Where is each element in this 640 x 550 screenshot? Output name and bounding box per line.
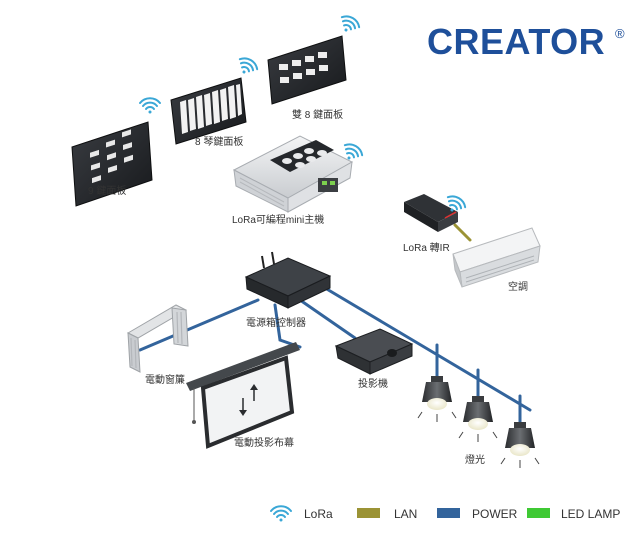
brand-reg-mark: ® <box>615 26 625 41</box>
power-box-label: 電源箱控制器 <box>246 316 306 329</box>
up-down-arrow-icon <box>239 384 258 416</box>
legend-label-power: POWER <box>472 507 518 521</box>
lora-mini-host: LoRa可編程mini主機 <box>232 135 354 226</box>
pendant-light-1 <box>422 376 452 410</box>
pendant-light-3 <box>505 422 535 456</box>
projection-screen: 電動投影布幕 <box>186 342 300 449</box>
light-rays <box>417 411 540 468</box>
projector: 投影機 <box>334 328 414 390</box>
panel-9-key: 9 鍵面板 <box>71 121 153 207</box>
motorized-curtain: 電動窗簾 <box>126 304 189 386</box>
screen-label: 電動投影布幕 <box>234 436 294 449</box>
power-cable-lights <box>318 283 532 412</box>
legend-label-led-lamp: LED LAMP <box>561 507 620 521</box>
pendant-light-2 <box>463 396 493 430</box>
legend-item-lora: LoRa <box>270 505 333 522</box>
air-conditioner: 空調 <box>452 227 541 293</box>
wifi-icon <box>238 57 259 74</box>
power-cables <box>138 283 532 424</box>
wifi-icon <box>446 195 467 212</box>
power-swatch <box>437 508 460 518</box>
wifi-icon <box>270 505 292 522</box>
wifi-icon <box>343 143 364 160</box>
lora-signals <box>139 15 467 212</box>
wifi-icon <box>340 15 361 32</box>
led-lamp-swatch <box>527 508 550 518</box>
legend-item-led-lamp: LED LAMP <box>527 507 620 521</box>
panel-8-label: 8 琴鍵面板 <box>195 135 243 148</box>
wifi-icon <box>139 97 161 114</box>
projector-label: 投影機 <box>358 377 388 390</box>
brand-name: CREATOR <box>427 21 605 62</box>
legend-item-power: POWER <box>437 507 518 521</box>
lora-ir-transmitter: LoRa 轉IR <box>403 194 458 254</box>
air-conditioner-label: 空調 <box>508 280 528 293</box>
curtain-label: 電動窗簾 <box>145 373 185 386</box>
panel-9-label: 9 鍵面板 <box>88 184 126 197</box>
panel-double-8: 雙 8 鍵面板 <box>267 35 347 121</box>
legend-label-lan: LAN <box>394 507 417 521</box>
lan-cable <box>453 223 472 242</box>
power-box-controller: 電源箱控制器 <box>244 251 332 329</box>
legend-item-lan: LAN <box>357 507 417 521</box>
panel-8-piano: 8 琴鍵面板 <box>170 77 247 148</box>
panel-double-8-label: 雙 8 鍵面板 <box>292 108 343 121</box>
power-cable-curtain <box>138 298 260 352</box>
legend-label-lora: LoRa <box>304 507 333 521</box>
legend: LoRa LAN POWER LED LAMP <box>270 505 620 522</box>
brand-logo: CREATOR ® <box>427 21 625 62</box>
ir-transmitter-label: LoRa 轉IR <box>403 241 450 254</box>
pendant-lights: 燈光 <box>417 376 540 468</box>
lights-label: 燈光 <box>465 453 485 466</box>
power-cable-projector <box>298 298 357 340</box>
mini-host-label: LoRa可編程mini主機 <box>232 213 324 226</box>
lan-swatch <box>357 508 380 518</box>
